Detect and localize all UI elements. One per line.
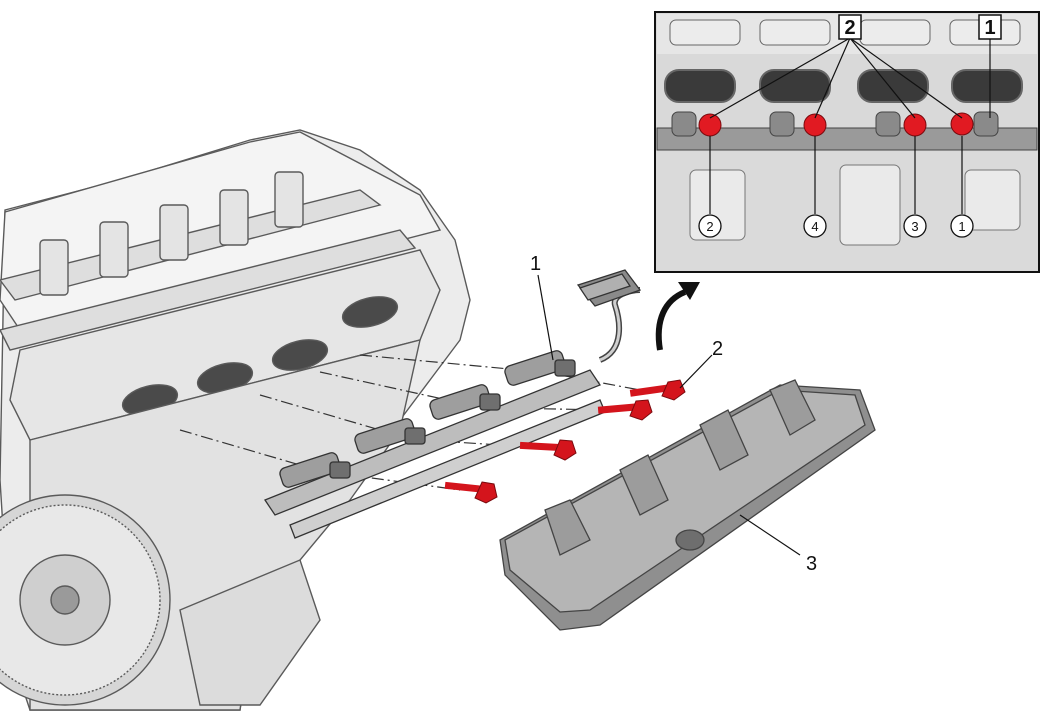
- inset-sequence-4: 4: [811, 219, 818, 234]
- inset-boxed-label-1: 1: [984, 17, 995, 39]
- inset-boxed-label-2: 2: [844, 17, 855, 39]
- bolt: [519, 439, 577, 461]
- inset-bolt-a: [698, 113, 722, 137]
- bolts: [444, 379, 686, 504]
- inset-sequence-1: 1: [958, 219, 965, 234]
- inset-sequence-2: 2: [706, 219, 713, 234]
- heat-shield: [499, 379, 876, 631]
- engine-block: [0, 129, 471, 711]
- callout-1-fuel-rail: 1: [530, 253, 541, 275]
- callout-3-heat-shield: 3: [806, 553, 817, 575]
- inset-detail-view: 2 1 2 4 3 1: [654, 11, 1040, 273]
- inset-sequence-3: 3: [911, 219, 918, 234]
- bolt: [597, 399, 653, 421]
- bolt: [444, 481, 498, 504]
- view-arrow: [655, 282, 700, 351]
- inset-bolts: [698, 112, 974, 137]
- callout-2-bolt: 2: [712, 338, 723, 360]
- fuel-rail-assembly: [264, 269, 642, 539]
- inset-bolt-d: [950, 112, 974, 136]
- callout-leaders: [537, 274, 801, 556]
- bolt: [629, 379, 686, 401]
